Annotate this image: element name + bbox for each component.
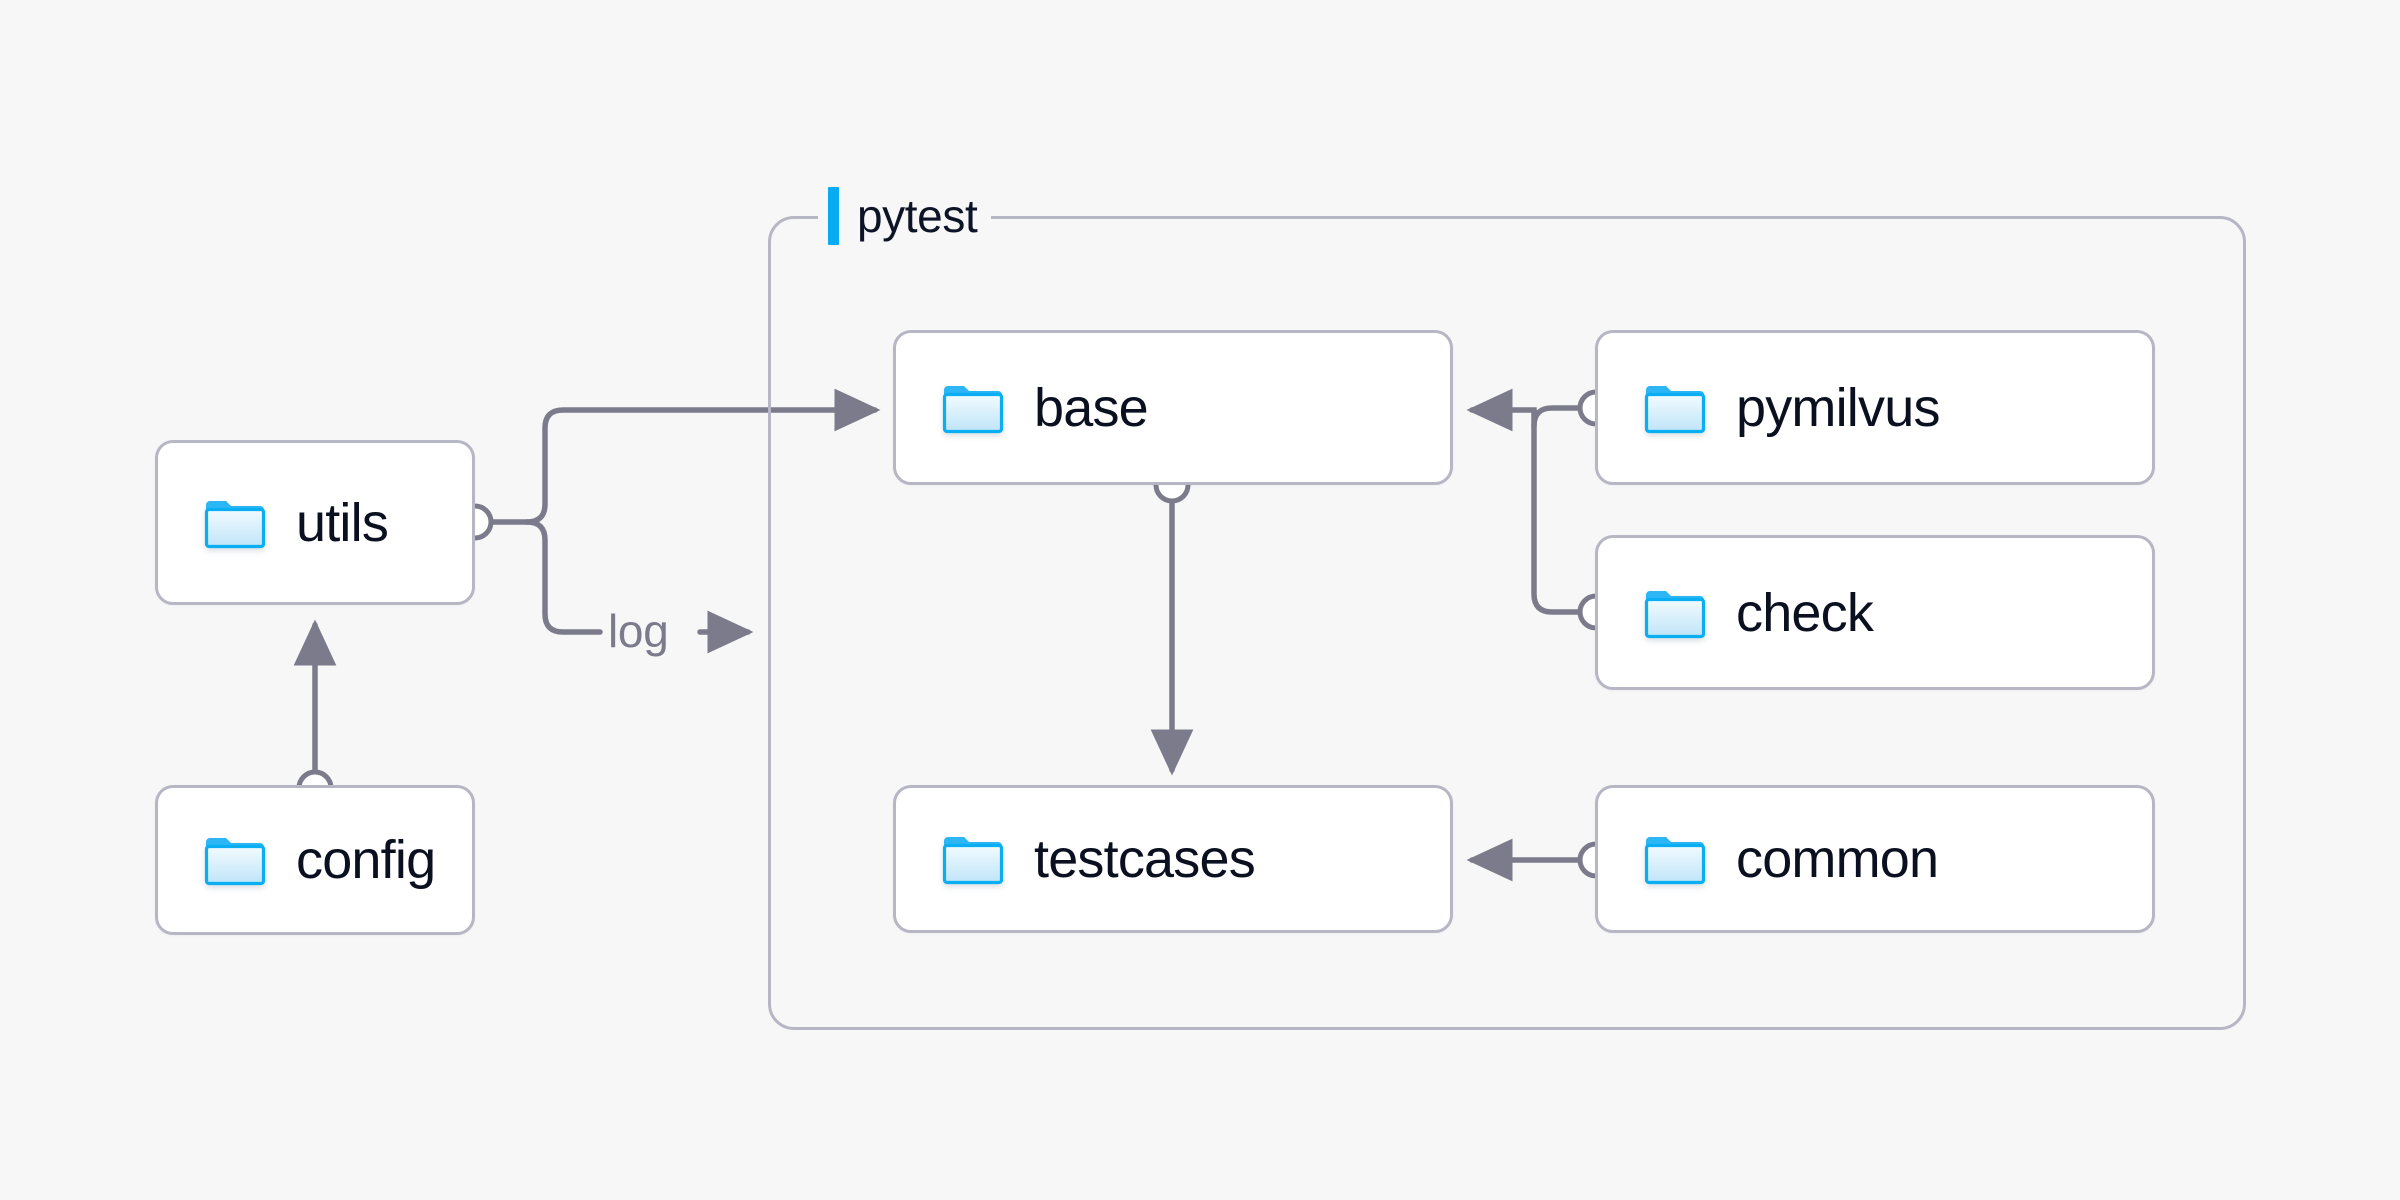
group-container-pytest[interactable]: [768, 216, 2246, 1030]
node-common[interactable]: common: [1595, 785, 2155, 933]
folder-icon: [942, 382, 1004, 434]
node-utils[interactable]: utils: [155, 440, 475, 605]
folder-icon: [1644, 833, 1706, 885]
node-pymilvus[interactable]: pymilvus: [1595, 330, 2155, 485]
node-label: config: [296, 830, 436, 890]
node-config[interactable]: config: [155, 785, 475, 935]
node-check[interactable]: check: [1595, 535, 2155, 690]
group-label-pytest: pytest: [818, 183, 992, 249]
node-label: base: [1034, 377, 1149, 438]
edge-label-log: log: [608, 605, 669, 657]
folder-icon: [942, 833, 1004, 885]
node-label: common: [1736, 829, 1939, 889]
node-testcases[interactable]: testcases: [893, 785, 1453, 933]
node-label: utils: [296, 492, 389, 553]
node-base[interactable]: base: [893, 330, 1453, 485]
node-label: pymilvus: [1736, 377, 1940, 438]
folder-icon: [204, 497, 266, 549]
folder-icon: [1644, 587, 1706, 639]
node-label: testcases: [1034, 829, 1256, 889]
group-accent-bar-icon: [828, 187, 839, 245]
folder-icon: [204, 834, 266, 886]
group-label-text: pytest: [857, 190, 978, 242]
folder-icon: [1644, 382, 1706, 434]
node-label: check: [1736, 582, 1874, 643]
